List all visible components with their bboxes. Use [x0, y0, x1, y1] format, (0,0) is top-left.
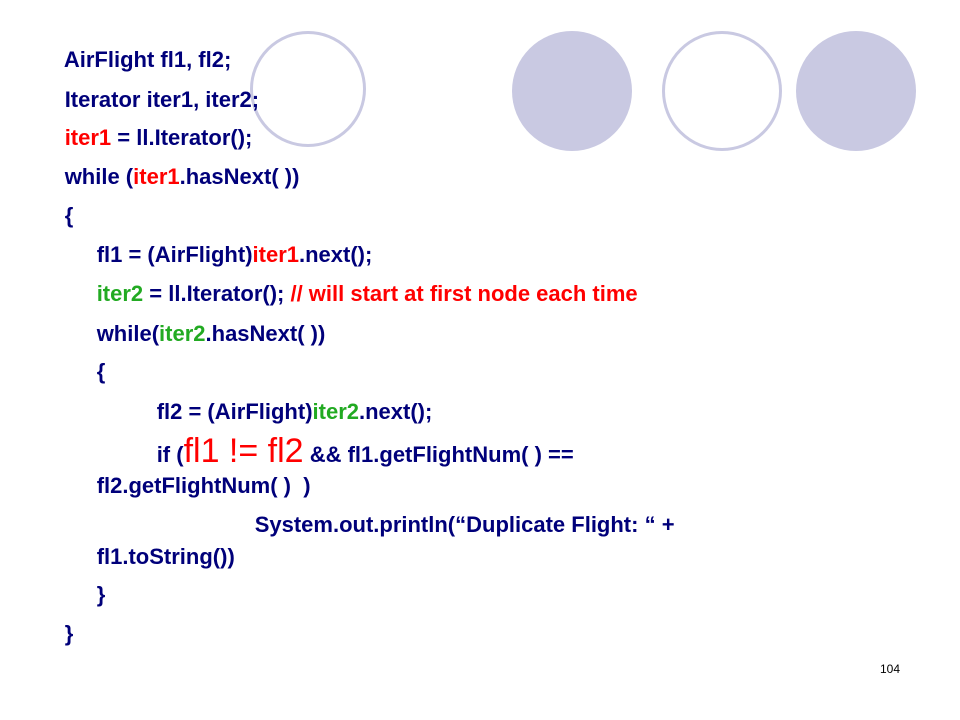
code-comment: // will start at first node each time	[290, 281, 638, 306]
page-number: 104	[880, 662, 901, 676]
code-text: fl1 = (AirFlight)	[96, 242, 253, 267]
code-text: if (	[156, 442, 184, 467]
code-text: .hasNext( ))	[205, 321, 326, 346]
code-variable: iter1	[64, 125, 112, 150]
code-line-4: while (iter1.hasNext( ))	[28, 138, 300, 216]
code-text: {	[96, 359, 106, 384]
code-line-8: while(iter2.hasNext( ))	[60, 295, 326, 373]
code-text: while(	[96, 321, 160, 346]
decorative-circle-3	[662, 31, 782, 151]
code-variable: iter2	[96, 281, 144, 306]
code-line-5: {	[28, 177, 74, 255]
code-text: = ll.Iterator();	[143, 281, 291, 306]
code-text: System.out.println(“Duplicate Flight: “ …	[254, 512, 675, 537]
code-text: Iterator iter1, iter2;	[64, 87, 260, 112]
code-line-12: fl2.getFlightNum( ) )	[60, 447, 311, 525]
code-text: && fl1.getFlightNum( ) ==	[303, 442, 574, 467]
decorative-circle-4	[796, 31, 916, 151]
code-text: while (	[64, 164, 134, 189]
code-text: fl1.toString())	[96, 544, 235, 569]
code-text: .next();	[359, 399, 433, 424]
code-line-13: System.out.println(“Duplicate Flight: “ …	[218, 486, 675, 564]
code-text: = ll.Iterator();	[111, 125, 253, 150]
code-text: .hasNext( ))	[179, 164, 300, 189]
code-variable: iter1	[252, 242, 299, 267]
code-text: }	[96, 582, 106, 607]
code-variable: iter2	[312, 399, 359, 424]
code-text: fl2 = (AirFlight)	[156, 399, 313, 424]
code-variable: iter2	[159, 321, 206, 346]
code-line-3: iter1 = ll.Iterator();	[28, 99, 253, 177]
code-variable: iter1	[133, 164, 180, 189]
code-text: .next();	[299, 242, 373, 267]
code-text: }	[64, 621, 74, 646]
code-line-15: }	[60, 556, 106, 634]
code-line-2: Iterator iter1, iter2;	[28, 61, 259, 139]
code-line-9: {	[60, 333, 106, 411]
code-line-16: }	[28, 595, 74, 673]
code-text: fl2.getFlightNum( ) )	[96, 473, 311, 498]
code-text: AirFlight fl1, fl2;	[63, 47, 232, 72]
code-line-6: fl1 = (AirFlight)iter1.next();	[60, 216, 373, 294]
code-line-7: iter2 = ll.Iterator(); // will start at …	[60, 255, 638, 333]
code-text: {	[64, 203, 74, 228]
code-line-10: fl2 = (AirFlight)iter2.next();	[120, 373, 433, 451]
decorative-circle-2	[512, 31, 632, 151]
code-line-14: fl1.toString())	[60, 518, 235, 596]
decorative-circle-1	[250, 31, 366, 147]
code-line-1: AirFlight fl1, fl2;	[28, 21, 231, 99]
code-line-11: if (fl1 != fl2 && fl1.getFlightNum( ) ==	[120, 412, 574, 494]
code-emphasis: fl1 != fl2	[183, 432, 304, 470]
